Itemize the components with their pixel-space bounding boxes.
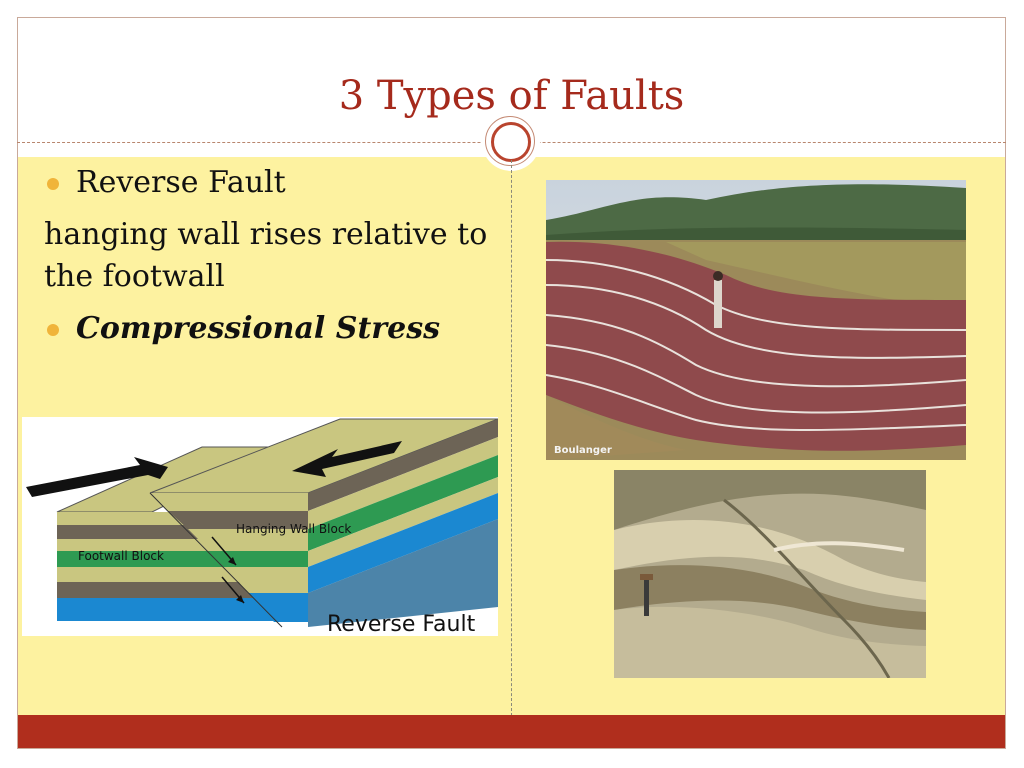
deformed-track-photo-svg: Boulanger bbox=[546, 180, 966, 460]
title-area: 3 Types of Faults bbox=[17, 17, 1006, 143]
bullet-item-reverse-fault: Reverse Fault bbox=[44, 160, 494, 206]
bullet-item-compressional-stress: Compressional Stress bbox=[44, 306, 494, 352]
rock-strata-photo bbox=[614, 470, 926, 678]
column-divider bbox=[511, 160, 512, 716]
reverse-fault-diagram-svg: Hanging Wall Block Footwall Block Revers… bbox=[22, 417, 498, 636]
bullet-text: Compressional Stress bbox=[76, 311, 440, 346]
ornament-ring-outer bbox=[485, 116, 535, 166]
bullet-icon bbox=[47, 324, 59, 336]
description-text: hanging wall rises relative to the footw… bbox=[44, 217, 488, 294]
ornament-ring-inner bbox=[491, 122, 531, 162]
deformed-track-photo: Boulanger bbox=[546, 180, 966, 460]
text-column: Reverse Fault hanging wall rises relativ… bbox=[44, 158, 494, 352]
reverse-fault-diagram: Hanging Wall Block Footwall Block Revers… bbox=[22, 417, 498, 636]
slide-title: 3 Types of Faults bbox=[338, 73, 685, 119]
footer-bar bbox=[18, 715, 1005, 748]
label-hanging-wall: Hanging Wall Block bbox=[236, 522, 351, 536]
photo-credit: Boulanger bbox=[554, 445, 612, 456]
bullet-icon bbox=[47, 178, 59, 190]
rock-strata-photo-svg bbox=[614, 470, 926, 678]
diagram-caption: Reverse Fault bbox=[327, 612, 476, 636]
label-footwall: Footwall Block bbox=[78, 549, 164, 563]
bullet-text: Reverse Fault bbox=[76, 165, 286, 200]
